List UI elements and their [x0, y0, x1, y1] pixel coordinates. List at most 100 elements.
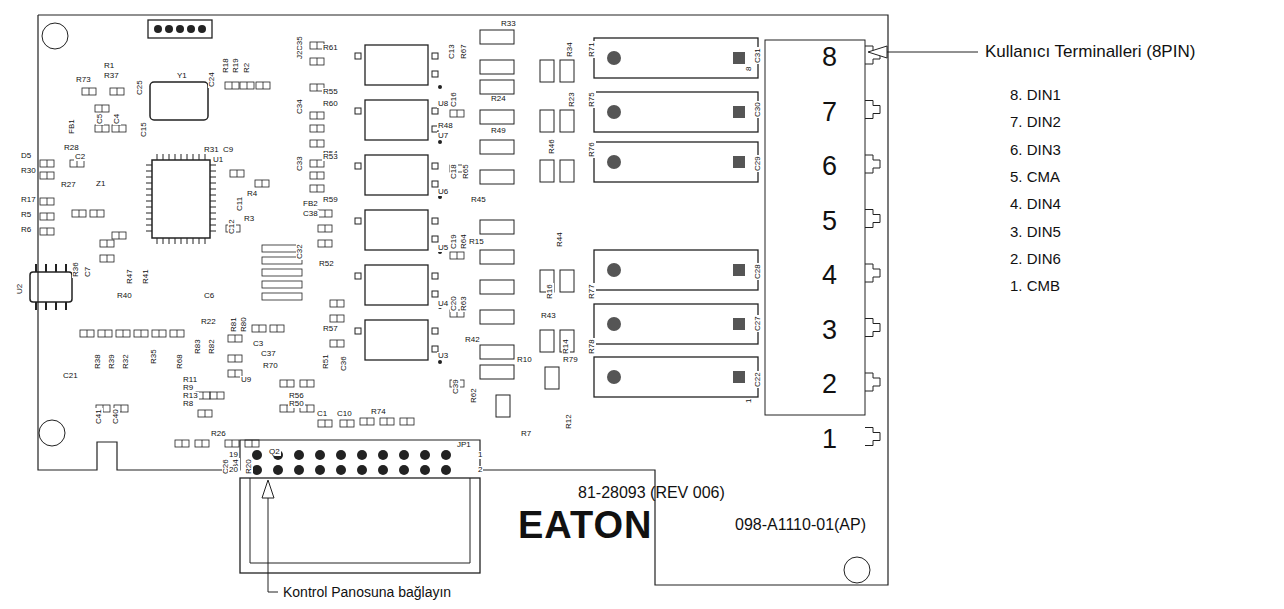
- component-ref: R63: [460, 295, 468, 312]
- component-ref: FB1: [68, 118, 76, 135]
- component-ref: R3: [243, 215, 255, 223]
- crystal: [150, 82, 208, 120]
- component-ref: U5: [437, 244, 449, 252]
- component-ref: R13: [182, 392, 199, 400]
- resistor-footprint: [560, 60, 574, 82]
- pin-number: 6: [822, 153, 837, 180]
- component-ref: R42: [464, 336, 481, 344]
- component-ref: R73: [75, 76, 92, 84]
- component-ref: 19: [228, 451, 239, 459]
- pad-pair: [450, 252, 464, 259]
- pad-pair: [100, 255, 114, 262]
- component-ref: R4: [246, 190, 258, 198]
- component-ref: C4: [113, 113, 121, 125]
- pad-pair: [318, 240, 332, 247]
- component-ref: R55: [322, 88, 339, 96]
- relay-part: [594, 357, 758, 397]
- component-ref: R70: [262, 362, 279, 370]
- label-text: 4. DIN4: [1010, 196, 1061, 211]
- component-ref: 8: [745, 66, 753, 72]
- resistor-footprint: [480, 280, 514, 294]
- pad-pair: [310, 160, 324, 167]
- component-ref: U3: [437, 352, 449, 360]
- component-ref: C30: [754, 101, 762, 118]
- pad-pair: [40, 172, 54, 179]
- resistor-footprint: [480, 80, 514, 94]
- component-ref: R48: [437, 122, 454, 130]
- component-ref: R33: [500, 20, 517, 28]
- component-ref: C16: [450, 91, 458, 108]
- optocoupler: [355, 265, 442, 309]
- component-ref: C37: [260, 350, 277, 358]
- label-text: 3. DIN5: [1010, 224, 1061, 239]
- arrow-head: [868, 46, 887, 58]
- pad-pair: [90, 210, 104, 217]
- component-ref: R32: [122, 353, 130, 370]
- component-ref: R30: [20, 167, 37, 175]
- component-ref: R27: [60, 181, 77, 189]
- resistor-footprint: [545, 367, 559, 389]
- component-ref: C13: [448, 43, 456, 60]
- pad-pair: [310, 185, 324, 192]
- component-ref: R18: [222, 57, 230, 74]
- component-ref: R12: [565, 413, 573, 430]
- component-ref: C3: [252, 340, 264, 348]
- pad-pair: [80, 330, 94, 337]
- pad-pair: [270, 325, 284, 332]
- pad-pair: [228, 335, 242, 342]
- pad-pair: [230, 170, 244, 177]
- component-ref: C29: [754, 155, 762, 172]
- component-ref: R65: [462, 163, 470, 180]
- resistor-array: [262, 281, 302, 288]
- component-ref: R82: [208, 338, 216, 355]
- pad-pair: [310, 112, 324, 119]
- pad-pair: [110, 88, 124, 95]
- relay-part: [594, 92, 758, 132]
- pad-pair: [310, 172, 324, 179]
- pad-pair: [134, 330, 148, 337]
- component-ref: R46: [548, 138, 556, 155]
- pad-pair: [318, 225, 332, 232]
- component-ref: C6: [203, 292, 215, 300]
- resistor-footprint: [540, 110, 554, 132]
- component-ref: R79: [562, 356, 579, 364]
- pad-pair: [256, 82, 270, 89]
- component-ref: R38: [94, 353, 102, 370]
- component-ref: C19: [450, 233, 458, 250]
- label-text: 098-A1110-01(AP): [735, 517, 866, 533]
- terminal-tab: [865, 101, 880, 119]
- resistor-footprint: [480, 365, 514, 379]
- label-text: 2. DIN6: [1010, 251, 1061, 266]
- label-text: 7. DIN2: [1010, 114, 1061, 129]
- component-ref: Y1: [176, 72, 188, 80]
- component-ref: C25: [136, 79, 144, 96]
- component-ref: R41: [142, 268, 150, 285]
- component-ref: R9: [182, 384, 194, 392]
- component-ref: 1: [745, 398, 753, 404]
- component-ref: C32: [296, 243, 304, 260]
- component-ref: R50: [288, 400, 305, 408]
- arrow-head: [262, 480, 274, 498]
- component-ref: R80: [240, 316, 248, 333]
- component-ref: R8: [182, 400, 194, 408]
- component-ref: U8: [437, 100, 449, 108]
- pin-number: 1: [822, 426, 837, 453]
- relay-part: [594, 250, 758, 290]
- resistor-footprint: [540, 330, 554, 352]
- terminal-tab: [865, 155, 880, 173]
- pad-pair: [380, 418, 394, 425]
- leader-line: [887, 52, 978, 53]
- component-ref: R39: [108, 353, 116, 370]
- label-text: Kontrol Panosuna bağlayın: [283, 585, 451, 599]
- optocoupler: [355, 155, 442, 199]
- pad-pair: [40, 198, 54, 205]
- component-ref: R74: [370, 408, 387, 416]
- label-text: Kullanıcı Terminalleri (8PIN): [985, 43, 1195, 60]
- component-ref: C15: [140, 121, 148, 138]
- component-ref: R35: [150, 348, 158, 365]
- pad-pair: [195, 440, 209, 447]
- component-ref: C10: [336, 410, 353, 418]
- pad-pair: [240, 82, 254, 89]
- component-ref: R60: [322, 100, 339, 108]
- relay-part: [594, 304, 758, 344]
